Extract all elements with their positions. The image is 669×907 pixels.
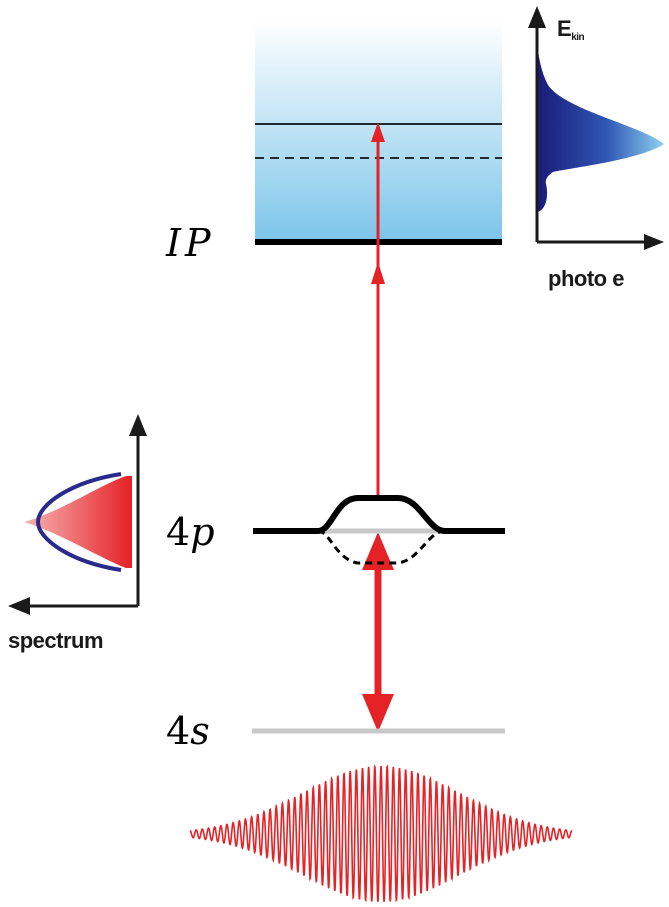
ionization-arrow-lower-head — [371, 262, 385, 284]
laser-pulse-waveform — [189, 764, 573, 903]
photoelectron-y-axis-label: Ekin — [557, 16, 585, 43]
spectrum-x-axis-label: spectrum — [8, 628, 103, 653]
excitation-arrows — [362, 122, 394, 732]
resonant-arrow-down-head — [362, 694, 394, 732]
photoelectron-y-axis-arrow — [528, 6, 546, 28]
resonant-arrow-up-head — [362, 532, 394, 570]
spectrum-filled-shape — [24, 476, 132, 568]
level-4p-line — [253, 495, 505, 534]
laser-pulse — [189, 764, 573, 903]
photoelectron-x-axis-arrow — [644, 234, 664, 250]
ionization-arrow-upper-head — [371, 122, 385, 142]
spectrum-plot: spectrum — [8, 414, 147, 653]
level-4p-bump-dashed — [317, 529, 446, 565]
photoelectron-x-axis-label: photo e — [548, 266, 624, 291]
spectrum-parabola-curve — [35, 472, 122, 572]
spectrum-x-axis-arrow — [8, 597, 30, 615]
photoelectron-peak — [537, 40, 664, 212]
level-4p-label: 4p — [166, 510, 215, 554]
spectrum-y-axis-arrow — [129, 414, 147, 436]
level-4p — [253, 495, 505, 565]
photoelectron-plot: Ekin photo e — [528, 6, 664, 291]
level-4s-label: 4s — [166, 709, 210, 753]
